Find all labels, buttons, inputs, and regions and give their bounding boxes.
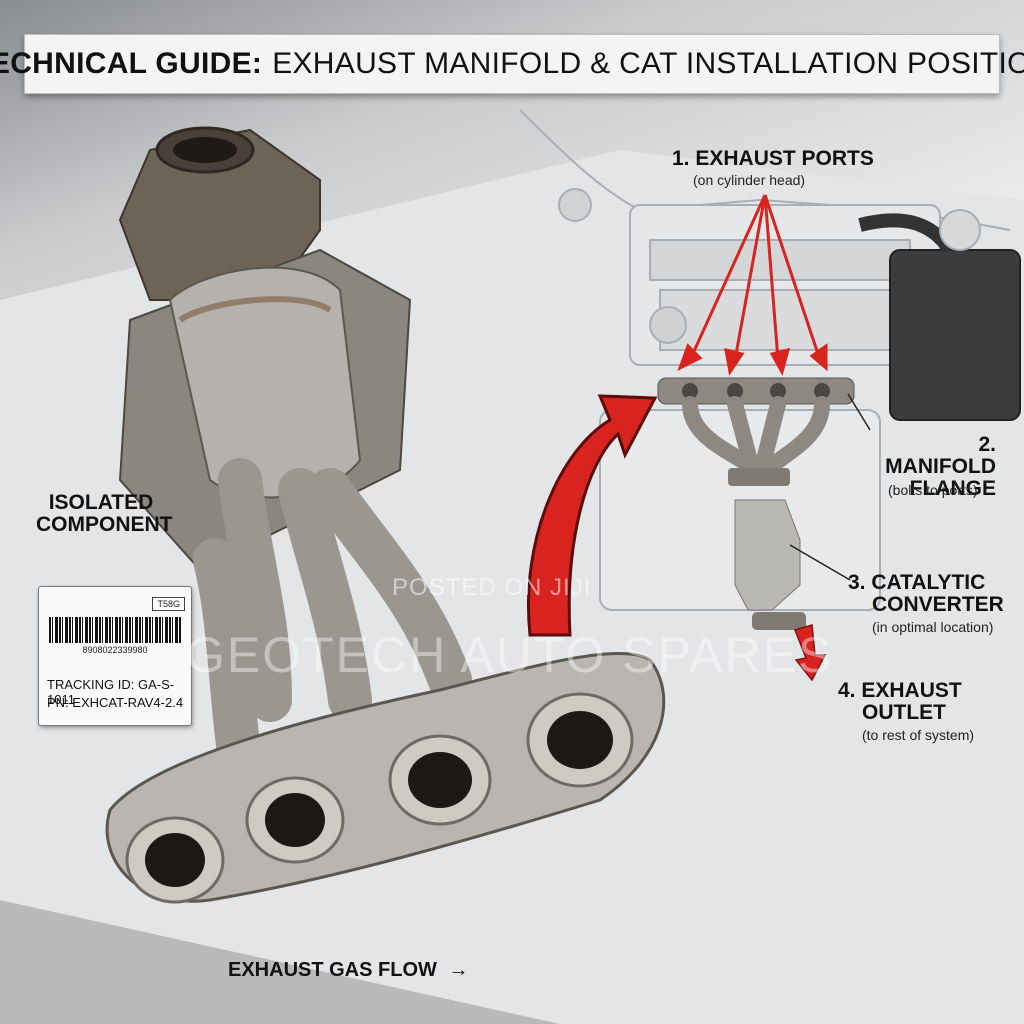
barcode-number: 8908022339980 [82, 645, 148, 655]
callout-3-line-2: CONVERTER [872, 593, 1004, 617]
callout-1-label: 1. EXHAUST PORTS [672, 147, 874, 170]
exhaust-gas-flow-label: EXHAUST GAS FLOW → [228, 960, 468, 981]
table-edge [0, 900, 560, 1024]
callout-1-note: (on cylinder head) [693, 172, 806, 188]
callout-4-note: (to rest of system) [862, 727, 975, 743]
callout-4-line-2: OUTLET [862, 701, 946, 725]
callout-3-line-1: 3. CATALYTIC [848, 571, 986, 594]
callout-manifold-flange: 2. MANIFOLD FLANGE [864, 433, 996, 501]
leader-lines [789, 393, 871, 581]
port-arrows [677, 194, 828, 376]
big-flow-arrow [527, 394, 658, 637]
callout-4-line-1: 4. EXHAUST [838, 679, 962, 702]
diagram-manifold [657, 377, 855, 630]
title-bold: TECHNICAL GUIDE: [0, 47, 263, 80]
callout-2-line-2: FLANGE [909, 477, 996, 501]
flow-label-text: EXHAUST GAS FLOW [228, 959, 437, 981]
isolated-component [105, 126, 666, 904]
callout-catalytic-converter: 3. CATALYTIC CONVERTER [848, 571, 1004, 617]
callout-2-note: (bolts to ports) [888, 482, 978, 498]
isolated-component-label: ISOLATED COMPONENT [36, 491, 173, 537]
tracking-id: TRACKING ID: GA-S-1011 [47, 677, 175, 707]
watermark-large: GEOTECH AUTO SPARES [186, 627, 834, 683]
callout-3-note: (in optimal location) [872, 619, 994, 635]
isolated-line-2: COMPONENT [36, 513, 173, 537]
title-banner: TECHNICAL GUIDE: EXHAUST MANIFOLD & CAT … [0, 34, 1024, 94]
callout-exhaust-ports: 1. EXHAUST PORTS [672, 147, 874, 170]
title-rest: EXHAUST MANIFOLD & CAT INSTALLATION POSI… [272, 47, 1024, 80]
part-number: PN: EXHCAT-RAV4-2.4 [47, 695, 184, 710]
tracking-tag: T58G 8908022339980 TRACKING ID: GA-S-101… [38, 586, 192, 726]
barcode-icon [49, 617, 181, 643]
flow-arrow-icon: → [448, 959, 469, 981]
tag-code: T58G [152, 597, 185, 611]
isolated-line-1: ISOLATED [48, 491, 154, 514]
callout-exhaust-outlet: 4. EXHAUST OUTLET [838, 679, 962, 725]
callout-2-line-1: 2. MANIFOLD [885, 433, 996, 479]
outlet-arrow [794, 624, 827, 682]
watermark-small: POSTED ON JIJI [392, 574, 592, 601]
